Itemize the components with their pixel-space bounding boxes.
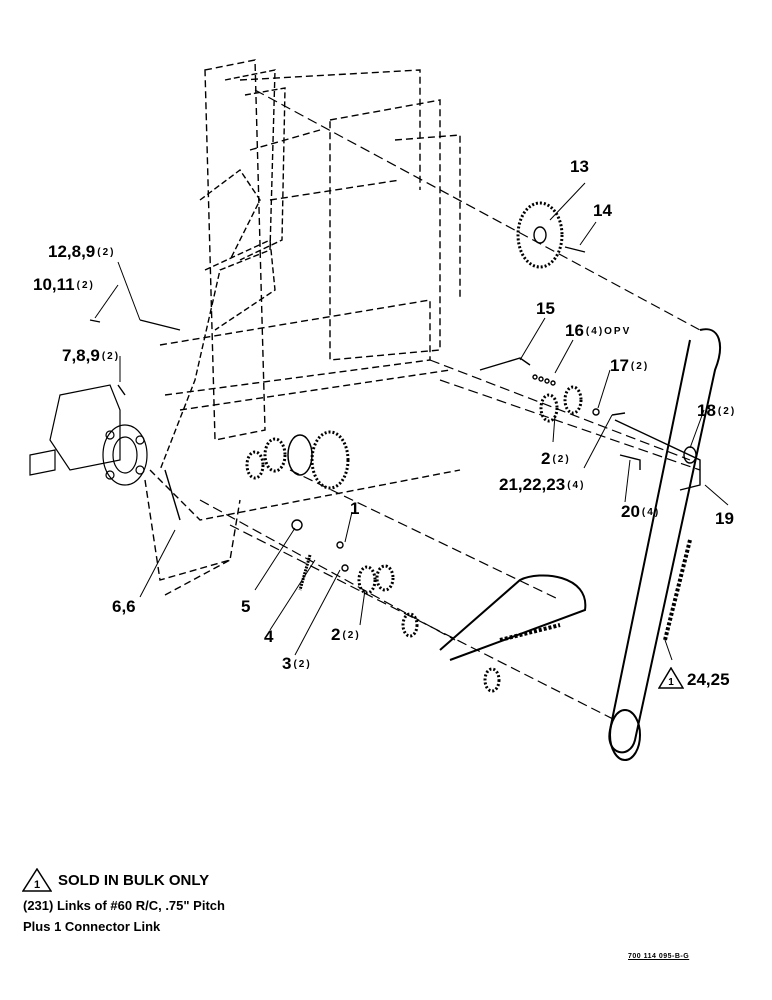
callout-13-label: 13 — [570, 157, 589, 176]
middle-sprockets — [245, 430, 350, 490]
callout-2-upper-label: 2 — [541, 449, 551, 468]
bulk-note-heading: SOLD IN BULK ONLY — [58, 872, 210, 889]
callout-6-6: 6,6 — [112, 598, 138, 615]
callout-20-label: 20 — [621, 502, 640, 521]
callout-2-lower-qty: (2) — [342, 630, 361, 641]
callout-3: 3(2) — [282, 655, 312, 672]
callout-5-label: 5 — [241, 597, 251, 616]
warning-triangle-icon: 1 — [658, 667, 684, 689]
callout-18-qty: (2) — [717, 406, 737, 417]
callout-16-label: 16 — [565, 321, 584, 340]
callout-4-label: 4 — [264, 627, 274, 646]
callout-3-label: 3 — [282, 654, 292, 673]
callout-4: 4 — [264, 628, 275, 645]
callout-10-11: 10,11(2) — [33, 276, 95, 293]
callout-12-8-9: 12,8,9(2) — [48, 243, 116, 260]
callout-12-8-9-qty: (2) — [97, 247, 116, 258]
gearbox — [29, 384, 148, 486]
hardware — [89, 319, 701, 591]
callout-20: 20(4) — [621, 503, 660, 520]
callout-21-22-23: 21,22,23(4) — [499, 476, 585, 493]
callout-12-8-9-label: 12,8,9 — [48, 242, 96, 261]
callout-19: 19 — [715, 510, 736, 527]
note-warning-number: 1 — [34, 879, 40, 891]
callout-17-qty: (2) — [630, 361, 650, 372]
shaft-lines — [199, 89, 701, 721]
callout-2-upper: 2(2) — [541, 450, 571, 467]
callout-6-6-label: 6,6 — [112, 597, 136, 616]
callout-20-qty: (4) — [641, 507, 661, 518]
callout-7-8-9-qty: (2) — [101, 351, 121, 362]
callout-13: 13 — [570, 158, 591, 175]
callout-5: 5 — [241, 598, 252, 615]
callout-10-11-label: 10,11 — [33, 275, 75, 294]
note-warning-triangle-icon: 1 — [22, 868, 52, 892]
callout-15: 15 — [536, 300, 557, 317]
callout-24-25-label: 24,25 — [687, 670, 730, 689]
callout-14-label: 14 — [593, 201, 612, 220]
callout-18: 18(2) — [697, 402, 736, 419]
callout-24-25: 24,25 — [687, 671, 732, 688]
callout-18-label: 18 — [697, 401, 716, 420]
callout-1: 1 — [350, 500, 361, 517]
callout-7-8-9: 7,8,9(2) — [62, 347, 120, 364]
callout-17-label: 17 — [610, 356, 629, 375]
callout-7-8-9-label: 7,8,9 — [62, 346, 100, 365]
figure-id: 700 114 095-B-G — [628, 953, 690, 960]
warning-triangle-number: 1 — [668, 677, 674, 688]
callout-2-lower-label: 2 — [331, 625, 341, 644]
callout-15-label: 15 — [536, 299, 555, 318]
callout-14: 14 — [593, 202, 614, 219]
callout-2-upper-qty: (2) — [552, 454, 571, 465]
frame-outline — [144, 59, 461, 596]
callout-3-qty: (2) — [293, 659, 312, 670]
callout-2-lower: 2(2) — [331, 626, 361, 643]
callout-17: 17(2) — [610, 357, 649, 374]
pin-14 — [564, 246, 586, 253]
drive-chain-right — [608, 328, 721, 761]
small-sprockets — [357, 385, 583, 693]
callout-16-qty: (4)OPV — [585, 326, 632, 337]
leader-lines — [94, 182, 729, 661]
callout-19-label: 19 — [715, 509, 734, 528]
callout-1-label: 1 — [350, 499, 360, 518]
bulk-note-line-1: (231) Links of #60 R/C, .75" Pitch — [23, 898, 225, 913]
callout-21-22-23-label: 21,22,23 — [499, 475, 566, 494]
left-frame-plate — [159, 69, 286, 471]
sprocket-13 — [516, 201, 564, 269]
drive-chain-middle — [439, 574, 587, 661]
bulk-note-line-2: Plus 1 Connector Link — [23, 919, 161, 934]
callout-16: 16(4)OPV — [565, 322, 631, 339]
callout-10-11-qty: (2) — [76, 280, 95, 291]
callout-21-22-23-qty: (4) — [567, 480, 586, 491]
